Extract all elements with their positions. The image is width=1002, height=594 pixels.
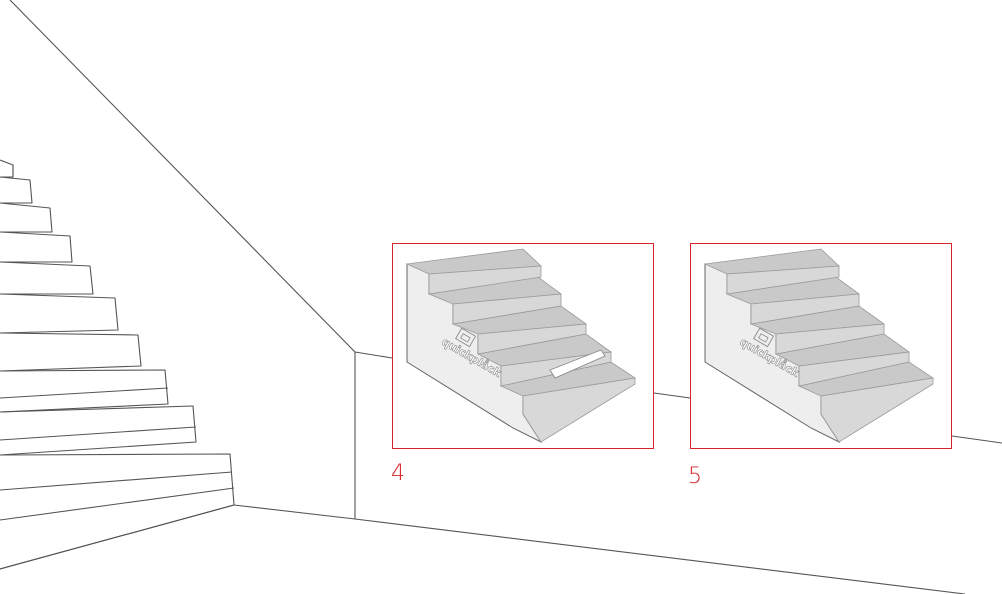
step-number-5: 5 [688,464,702,489]
floor-back-line [233,504,356,520]
left-staircase [0,159,235,570]
step-5-stair-illustration: quickplåck [703,248,935,444]
step-4-stair-illustration: quickplåck [405,248,637,444]
step-number-4: 4 [391,461,405,486]
wall-top-line-a [354,351,393,359]
wall-top-line-c [951,435,1002,444]
wall-top-line-b [653,392,691,399]
ceiling-diagonal-line [9,0,356,353]
floor-front-line [354,518,966,594]
step-5-frame: quickplåck [690,243,952,449]
step-4-frame: quickplåck [392,243,654,449]
stair-nosing-profile [549,349,606,379]
